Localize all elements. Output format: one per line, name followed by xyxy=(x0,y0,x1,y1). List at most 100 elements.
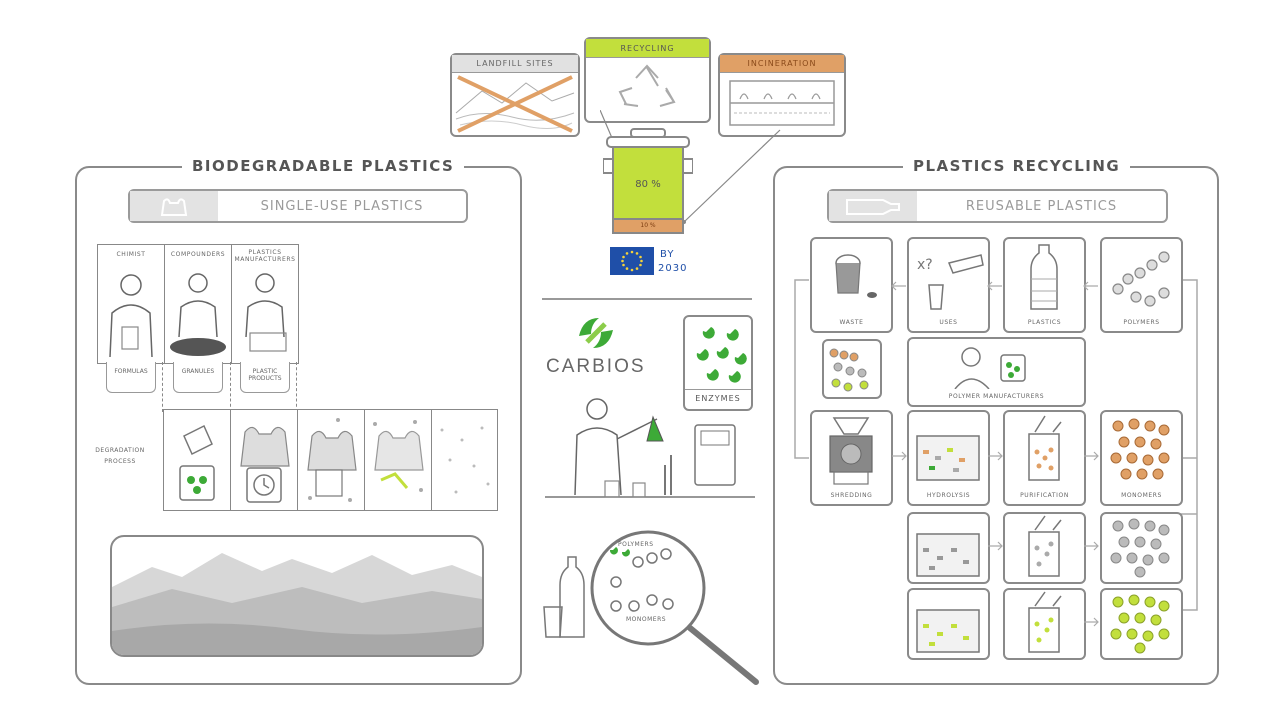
polymers-label: POLYMERS xyxy=(618,541,654,548)
role-manufacturers-label: PLASTICS MANUFACTURERS xyxy=(234,249,296,263)
stage-polymer-manufacturers: POLYMER MANUFACTURERS xyxy=(907,337,1086,407)
stage-hydrolysis: HYDROLYSIS xyxy=(907,410,990,506)
recycle-icon xyxy=(618,64,676,107)
stage-waste: WASTE xyxy=(810,237,893,333)
monomers-label: MONOMERS xyxy=(626,616,667,623)
hydrolysis-lime-tank xyxy=(907,588,990,660)
polymer-chain-icon xyxy=(1112,251,1170,307)
bottle-crushed-icon xyxy=(829,191,917,221)
chemist-illustration-icon xyxy=(109,274,153,358)
role-compounders: COMPOUNDERS xyxy=(164,244,232,364)
role-chimist-label: CHIMIST xyxy=(116,251,146,258)
stage-hydrolysis-label: HYDROLYSIS xyxy=(926,492,971,499)
stage-uses: x? USES xyxy=(907,237,990,333)
recycling-card: RECYCLING xyxy=(584,37,711,123)
role-plastics-manufacturers: PLASTICS MANUFACTURERS xyxy=(231,244,299,364)
stage-monomers: MONOMERS xyxy=(1100,410,1183,506)
bag-timer-icon xyxy=(240,426,290,503)
grey-monomers xyxy=(1100,512,1183,584)
single-use-banner: SINGLE-USE PLASTICS xyxy=(128,189,468,223)
lime-monomers xyxy=(1100,588,1183,660)
manufacturer-illustration-icon xyxy=(245,273,287,352)
mountains-illustration-icon xyxy=(112,553,482,655)
carbios-logo-icon xyxy=(579,318,613,348)
compost-bin-icon xyxy=(179,424,215,501)
role-compounders-label: COMPOUNDERS xyxy=(170,251,226,258)
purification-column-icon xyxy=(1028,415,1062,481)
lime-tank-icon xyxy=(916,609,980,653)
stage-purification: PURIFICATION xyxy=(1003,410,1086,506)
incineration-label: INCINERATION xyxy=(720,55,844,73)
recycling-label: RECYCLING xyxy=(586,39,709,58)
eu-target-line2: 2030 xyxy=(658,263,688,274)
stage-plastics: PLASTICS xyxy=(1003,237,1086,333)
stage-monomers-label: MONOMERS xyxy=(1121,492,1162,499)
stage-purification-label: PURIFICATION xyxy=(1020,492,1069,499)
lime-monomers-icon xyxy=(1110,594,1170,654)
eu-flag xyxy=(610,247,654,275)
reusable-banner: REUSABLE PLASTICS xyxy=(827,189,1168,223)
carbios-brand: CARBIOS xyxy=(546,356,646,377)
dashed-guide-1 xyxy=(162,362,163,412)
svg-text:x?: x? xyxy=(917,257,933,273)
enzymes-icon xyxy=(696,327,747,383)
degradation-label-2: PROCESS xyxy=(104,458,136,465)
plastic-bag-icon xyxy=(130,191,218,221)
degradation-strip xyxy=(163,409,498,511)
waste-bin: 80 % 10 % xyxy=(603,127,693,239)
stage-shredding: SHREDDING xyxy=(810,410,893,506)
stage-plastics-label: PLASTICS xyxy=(1027,319,1062,326)
soil-icon xyxy=(440,426,490,494)
landscape-box xyxy=(110,535,484,657)
dashed-guide-3 xyxy=(296,362,297,412)
plastic-bottle-icon xyxy=(1030,244,1058,310)
hydrolysis-grey-tank xyxy=(907,512,990,584)
degradation-step-timer xyxy=(231,410,298,510)
compounder-illustration-icon xyxy=(170,273,226,356)
dashed-guide-2 xyxy=(230,362,231,412)
single-use-label: SINGLE-USE PLASTICS xyxy=(260,198,424,214)
center-divider xyxy=(542,298,752,300)
degradation-step-partial xyxy=(298,410,365,510)
degradation-step-soil xyxy=(432,410,498,510)
incineration-card: INCINERATION xyxy=(718,53,846,137)
purification-lime xyxy=(1003,588,1086,660)
mixed-granules-card xyxy=(822,339,882,399)
enzymes-label: ENZYMES xyxy=(685,389,751,403)
flow-arrows xyxy=(891,281,1099,627)
stage-polymers: POLYMERS xyxy=(1100,237,1183,333)
bin-small-percent: 10 % xyxy=(640,222,656,229)
tag-granules: GRANULES xyxy=(173,362,223,393)
stage-waste-label: WASTE xyxy=(839,319,864,326)
enzymes-card: ENZYMES xyxy=(683,315,753,411)
grey-monomers-icon xyxy=(1110,518,1170,578)
scientist-lab-illustration-icon xyxy=(545,398,755,498)
furnace-icon xyxy=(729,80,835,126)
tag-plastic-products: PLASTIC PRODUCTS xyxy=(240,362,290,393)
hydrolysis-tank-icon xyxy=(916,435,980,481)
manufacturer-worker-icon xyxy=(954,347,1026,389)
reusable-label: REUSABLE PLASTICS xyxy=(965,198,1118,214)
orange-monomers-icon xyxy=(1110,418,1170,480)
tag-formulas: FORMULAS xyxy=(106,362,156,393)
crushed-cans-icon xyxy=(835,254,877,298)
role-chimist: CHIMIST xyxy=(97,244,165,364)
degradation-step-fragments xyxy=(365,410,432,510)
grey-column-icon xyxy=(1028,515,1062,577)
stage-polymers-label: POLYMERS xyxy=(1123,319,1160,326)
eu-target-line1: BY xyxy=(660,249,675,260)
bottle-cup-icon xyxy=(543,556,585,638)
biodegradable-title: BIODEGRADABLE PLASTICS xyxy=(182,157,465,175)
magnifier: POLYMERS MONOMERS xyxy=(588,526,763,686)
stage-manufacturers-label: POLYMER MANUFACTURERS xyxy=(948,393,1045,400)
degradation-label-1: DEGRADATION xyxy=(95,447,145,454)
bag-breaking-icon xyxy=(307,418,357,502)
purification-grey xyxy=(1003,512,1086,584)
landfill-crossed-icon xyxy=(455,75,575,133)
landfill-label: LANDFILL SITES xyxy=(452,55,578,73)
grey-tank-icon xyxy=(916,533,980,577)
bag-fragments-icon xyxy=(373,420,424,492)
stage-shredding-label: SHREDDING xyxy=(830,492,873,499)
recycling-title: PLASTICS RECYCLING xyxy=(903,157,1131,175)
pouring-bottle-icon: x? xyxy=(917,254,984,310)
